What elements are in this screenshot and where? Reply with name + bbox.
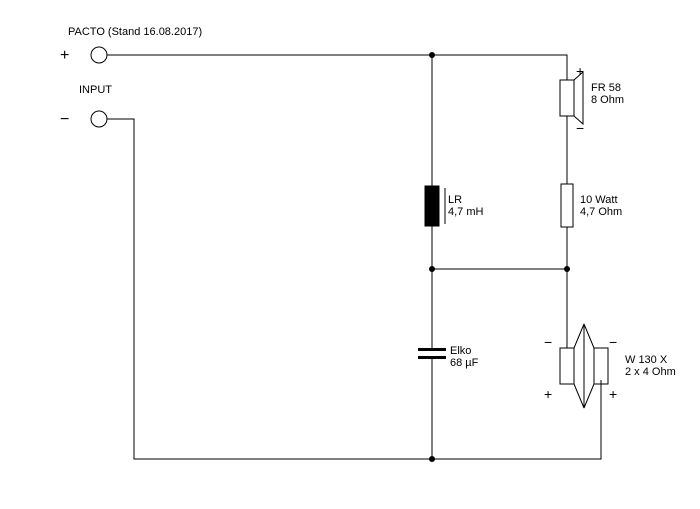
woofer-right-plus: +	[609, 386, 617, 402]
wires	[107, 54, 602, 460]
input-label: INPUT	[79, 84, 112, 96]
input-terminals: + INPUT −	[60, 46, 112, 128]
capacitor-value: 68 µF	[450, 357, 479, 369]
resistor-value: 4,7 Ohm	[580, 206, 622, 218]
top-rail-wire	[107, 54, 568, 80]
input-plus-sign: +	[60, 47, 69, 64]
bottom-rail-wire	[107, 118, 602, 460]
woofer-right-cone-icon	[583, 323, 595, 409]
schematic-title: PACTO (Stand 16.08.2017)	[68, 26, 202, 38]
input-minus-terminal[interactable]	[90, 110, 108, 128]
inductor-name: LR	[448, 194, 462, 206]
resistor-symbol	[560, 183, 574, 228]
junctions	[429, 52, 570, 462]
tweeter-minus: −	[576, 120, 584, 136]
tweeter-fr58: + − FR 58 8 Ohm	[559, 63, 624, 136]
input-plus-terminal[interactable]	[90, 46, 108, 64]
woofer-left-plus: +	[544, 386, 552, 402]
resistor-power: 10 Watt	[580, 194, 618, 206]
input-minus-sign: −	[60, 111, 69, 128]
inductor-value: 4,7 mH	[448, 206, 484, 218]
woofer-right-minus: −	[609, 334, 617, 350]
tweeter-name: FR 58	[591, 82, 621, 94]
woofer-left-minus: −	[544, 334, 552, 350]
junction-dot	[429, 456, 435, 462]
inductor-symbol	[424, 185, 440, 227]
junction-dot	[564, 266, 570, 272]
woofer-impedance: 2 x 4 Ohm	[625, 366, 676, 378]
woofer-w130x: − + − + W 130 X 2 x 4 Ohm	[544, 323, 676, 409]
woofer-name: W 130 X	[625, 354, 668, 366]
tweeter-plus: +	[576, 63, 584, 79]
tweeter-cone-icon	[573, 70, 584, 126]
junction-dot	[429, 266, 435, 272]
tweeter-impedance: 8 Ohm	[591, 94, 624, 106]
woofer-left-cone-icon	[573, 323, 585, 409]
woofer-left-speaker-icon	[559, 347, 575, 385]
junction-dot	[429, 52, 435, 58]
inductor-lr: LR 4,7 mH	[424, 185, 484, 227]
capacitor-elko: Elko 68 µF	[418, 344, 479, 369]
capacitor-plate-top	[418, 348, 446, 351]
woofer-right-speaker-icon	[593, 347, 609, 385]
capacitor-plate-bottom	[418, 356, 446, 359]
capacitor-name: Elko	[450, 345, 471, 357]
resistor-10w: 10 Watt 4,7 Ohm	[560, 183, 622, 228]
tweeter-speaker-icon	[559, 79, 575, 117]
